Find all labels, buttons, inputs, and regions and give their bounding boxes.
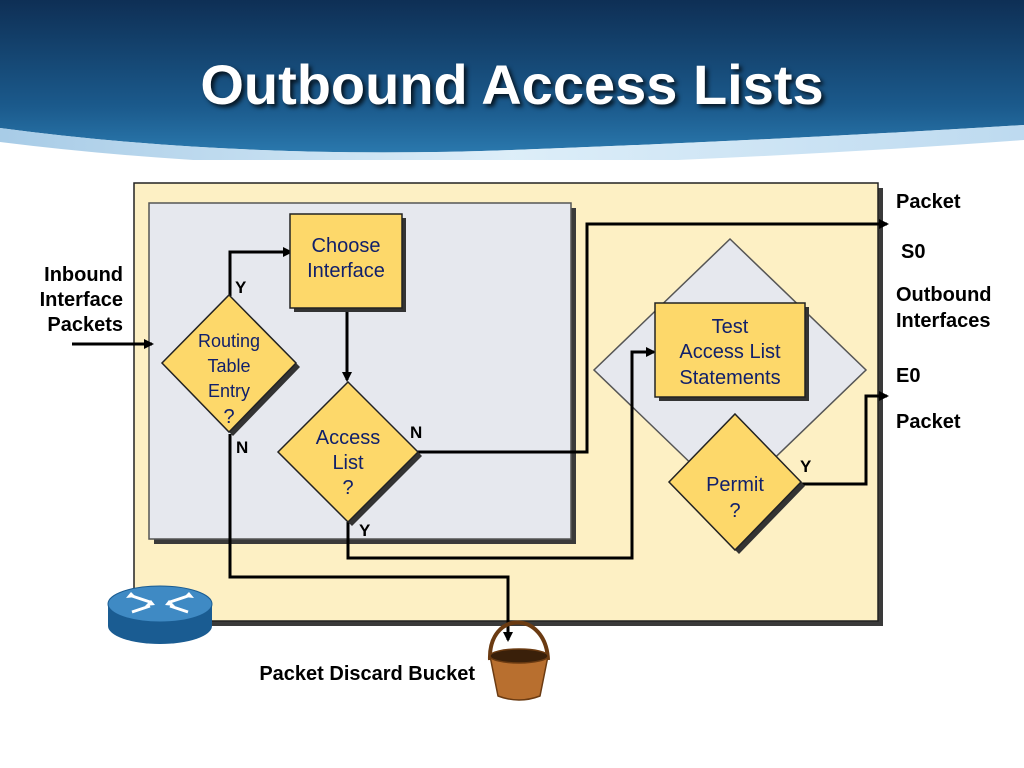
- inbound-line-3: Packets: [47, 314, 123, 336]
- discard-bucket-icon: [487, 620, 550, 701]
- access-yes-arrow: [346, 347, 656, 560]
- access-list-diamond: [276, 380, 420, 524]
- test-statements-line-3: Statements: [679, 367, 780, 389]
- outbound-line-1: Outbound: [896, 284, 992, 306]
- inbound-line-1: Inbound: [44, 264, 123, 286]
- inbound-line-2: Interface: [40, 289, 123, 311]
- permit-yes-label: Y: [800, 457, 812, 476]
- test-statements-line-1: Test: [712, 316, 749, 338]
- slide-title: Outbound Access Lists: [200, 53, 824, 116]
- routing-no-arrow: [228, 434, 513, 642]
- choose-interface-line-2: Interface: [307, 260, 385, 282]
- permit-line-1: Permit: [706, 474, 764, 496]
- packet-e0-label: Packet: [896, 411, 961, 433]
- permit-line-2: ?: [729, 500, 740, 522]
- routing-no-label: N: [236, 438, 248, 457]
- routing-table-line-2: Table: [207, 356, 250, 376]
- access-no-arrow: [417, 219, 889, 454]
- packet-s0-label: Packet: [896, 191, 961, 213]
- test-statements-line-2: Access List: [679, 341, 781, 363]
- choose-interface-box: [289, 213, 403, 309]
- s0-label: S0: [901, 241, 925, 263]
- outbound-line-2: Interfaces: [896, 310, 991, 332]
- access-list-line-3: ?: [342, 477, 353, 499]
- routing-table-diamond: [160, 293, 298, 434]
- test-statements-box: [654, 302, 806, 398]
- header-banner: [0, 0, 1024, 160]
- permit-diamond: [667, 412, 803, 552]
- routing-table-line-4: ?: [223, 406, 234, 428]
- routing-yes-label: Y: [235, 278, 247, 297]
- access-yes-label: Y: [359, 521, 371, 540]
- flow-connectors: [72, 219, 889, 642]
- e0-label: E0: [896, 365, 920, 387]
- access-list-line-2: List: [332, 452, 364, 474]
- routing-table-line-1: Routing: [198, 331, 260, 351]
- routing-table-line-3: Entry: [208, 381, 250, 401]
- choose-interface-line-1: Choose: [312, 235, 381, 257]
- access-no-label: N: [410, 423, 422, 442]
- access-list-line-1: Access: [316, 427, 380, 449]
- routing-yes-arrow: [228, 247, 293, 296]
- permit-yes-arrow: [800, 391, 889, 486]
- router-icon: [107, 585, 213, 644]
- discard-bucket-caption: Packet Discard Bucket: [259, 663, 475, 685]
